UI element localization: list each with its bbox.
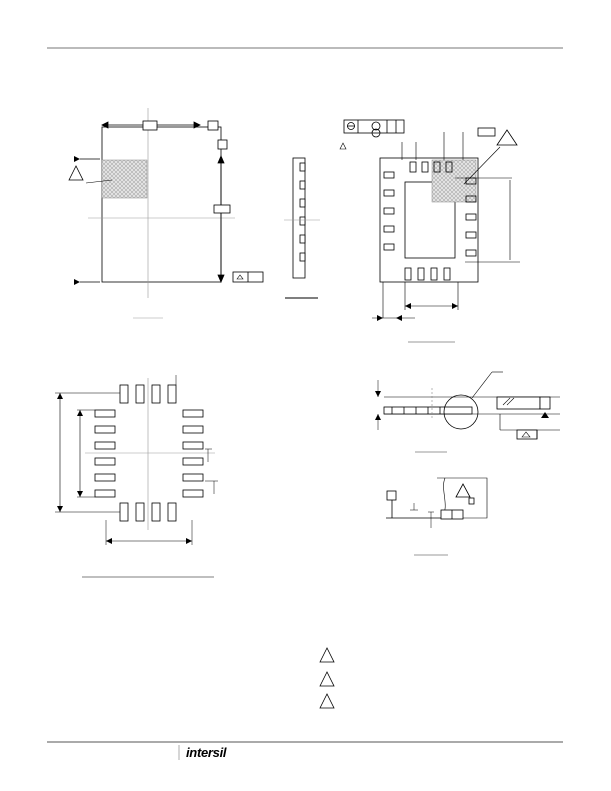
bottom-view-drawing xyxy=(339,119,520,343)
note-triangle-2 xyxy=(319,671,335,687)
section-detail-drawing xyxy=(375,371,560,453)
land-pattern-drawing xyxy=(55,375,218,578)
note-triangle-3 xyxy=(319,693,335,709)
terminal-detail-drawing xyxy=(386,477,488,556)
side-view-drawing xyxy=(284,157,320,299)
notes-triangles xyxy=(319,647,335,709)
note-triangle-1 xyxy=(319,647,335,663)
top-view-drawing xyxy=(68,108,264,319)
intersil-logo: intersil xyxy=(186,745,227,760)
